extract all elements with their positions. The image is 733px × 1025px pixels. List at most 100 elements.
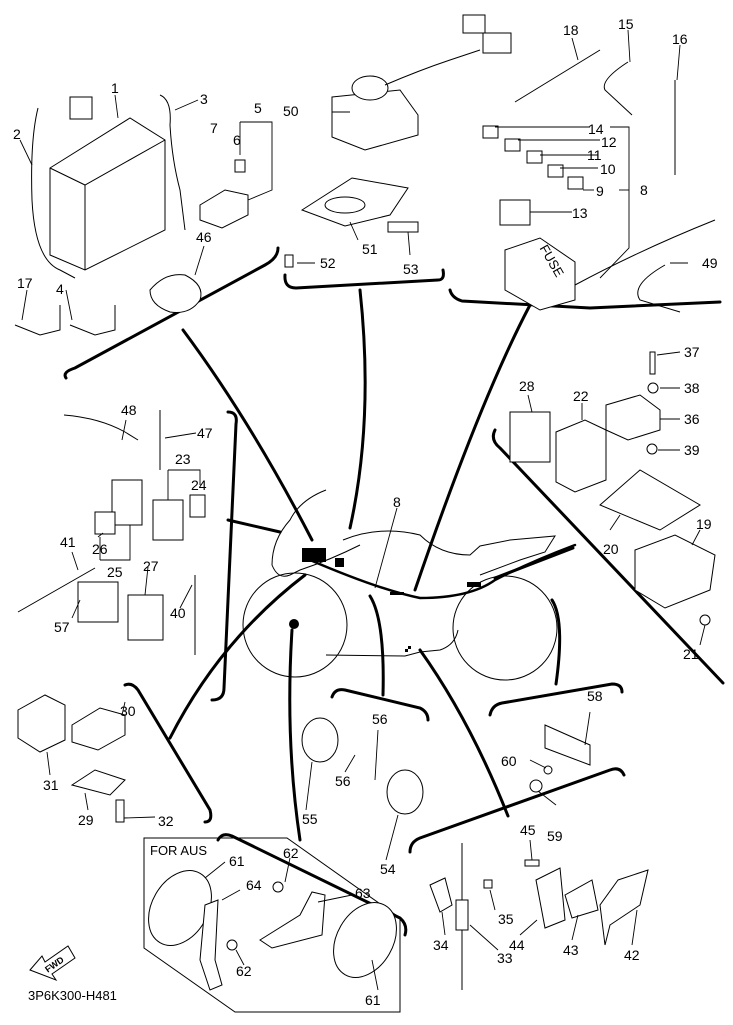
sensor-wire	[384, 49, 481, 86]
connector-hub	[168, 573, 307, 740]
callout-23: 23	[175, 451, 191, 467]
hub-group	[17, 694, 156, 823]
bracket-44	[535, 867, 566, 929]
fuse-12	[504, 138, 521, 152]
bracket-28	[509, 411, 551, 463]
ecu-block	[302, 548, 326, 562]
unit-19	[634, 534, 716, 609]
relay-57	[77, 581, 119, 623]
sensor-cap	[351, 75, 389, 101]
wire-48	[63, 414, 139, 441]
callout-64: 64	[246, 877, 262, 893]
regulator	[199, 189, 249, 229]
callout-17: 17	[17, 275, 33, 291]
bolt-52	[284, 254, 294, 268]
horn-55	[301, 717, 339, 763]
lever-42	[599, 869, 649, 946]
callout-53: 53	[403, 261, 419, 277]
starter-relay	[149, 274, 202, 313]
bracket-64	[199, 899, 223, 991]
cover-20	[599, 469, 701, 531]
fuse-marker	[390, 592, 404, 595]
bracket-43	[564, 879, 599, 919]
callout-41: 41	[60, 534, 76, 550]
callout-28: 28	[519, 378, 535, 394]
switch-33	[455, 899, 469, 931]
callout-56a: 56	[335, 773, 351, 789]
callout-43: 43	[563, 942, 579, 958]
callout-55: 55	[302, 811, 318, 827]
region-note: FOR AUS	[150, 843, 207, 858]
callout-36: 36	[684, 411, 700, 427]
frame-battery	[63, 246, 280, 380]
reflector-58	[544, 724, 591, 766]
callout-62a: 62	[283, 845, 299, 861]
holder-30	[71, 707, 126, 751]
callout-62b: 62	[236, 963, 252, 979]
callout-19: 19	[696, 516, 712, 532]
relay-unit-25	[111, 479, 143, 526]
callout-32: 32	[158, 813, 174, 829]
battery-group	[14, 94, 273, 336]
callout-54: 54	[380, 861, 396, 877]
battery-top	[49, 139, 166, 270]
callout-57: 57	[54, 619, 70, 635]
frame-fuse	[448, 288, 722, 310]
right-group	[509, 351, 716, 646]
sensor-group	[284, 14, 512, 268]
frame-switch	[408, 767, 626, 854]
nut-39	[646, 443, 658, 455]
nut-62a	[272, 881, 284, 893]
callout-45: 45	[520, 822, 536, 838]
grommet-21	[699, 614, 711, 626]
screw-37	[649, 351, 656, 375]
fuse-6	[234, 159, 246, 173]
screw-35	[483, 879, 493, 889]
frame-reflector	[488, 682, 624, 717]
callout-33: 33	[497, 950, 513, 966]
clamp-49	[637, 264, 681, 313]
callout-8: 8	[640, 182, 648, 198]
bracket-slot	[324, 196, 366, 214]
bolt-45	[524, 859, 540, 867]
callout-46: 46	[196, 229, 212, 245]
callout-49: 49	[702, 255, 718, 271]
sensor-connector-a	[462, 14, 486, 34]
callout-44: 44	[509, 937, 525, 953]
callout-61b: 61	[365, 992, 381, 1008]
main-harness	[308, 543, 577, 600]
frame-right	[491, 428, 725, 685]
frame-hub	[123, 682, 213, 824]
relay-group	[17, 410, 206, 655]
callout-63: 63	[355, 885, 371, 901]
connector-sensor	[348, 288, 367, 530]
relay-block	[335, 558, 344, 567]
callout-29: 29	[78, 812, 94, 828]
frame-sensor	[283, 268, 445, 290]
band-17	[14, 305, 61, 336]
fuse-harness	[574, 219, 716, 286]
nut-59	[529, 779, 543, 793]
callout-26: 26	[92, 541, 108, 557]
callout-56b: 56	[372, 711, 388, 727]
callout-40: 40	[170, 605, 186, 621]
callout-42: 42	[624, 947, 640, 963]
callout-50: 50	[283, 103, 299, 119]
nut-62b	[226, 939, 238, 951]
tie-18	[514, 49, 601, 103]
callout-39: 39	[684, 442, 700, 458]
callout-34: 34	[433, 937, 449, 953]
reflector-group	[529, 711, 591, 806]
front-wheel	[242, 572, 348, 678]
callout-60: 60	[501, 753, 517, 769]
holder-29	[70, 769, 126, 796]
callout-4: 4	[56, 281, 64, 297]
connector-switch	[418, 648, 510, 818]
motorcycle-outline	[242, 489, 577, 681]
fuse-box	[504, 237, 576, 311]
aus-group	[143, 837, 401, 1013]
callout-51: 51	[362, 241, 378, 257]
group-frames	[63, 246, 725, 937]
callout-61a: 61	[229, 853, 245, 869]
callout-31: 31	[43, 777, 59, 793]
